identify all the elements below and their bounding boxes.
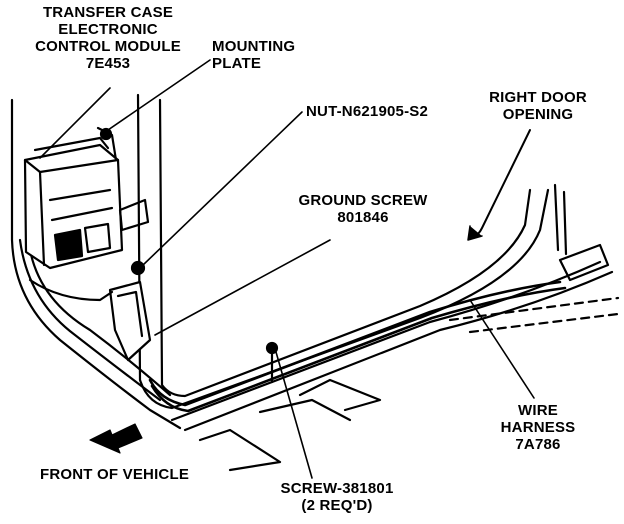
nut-label: NUT-N621905-S2 — [306, 103, 428, 120]
ground-screw-label: GROUND SCREW 801846 — [278, 192, 448, 226]
ecm-label-line2: ELECTRONIC — [58, 21, 158, 38]
ground-label-line2: 801846 — [337, 209, 389, 226]
control-module — [23, 136, 124, 270]
front-arrow — [89, 423, 143, 454]
door-opening-arrow — [469, 129, 531, 237]
door-label-line2: OPENING — [502, 106, 574, 123]
wire-harness — [148, 280, 567, 413]
door-arrow-head — [467, 225, 483, 241]
plate-label-line2: PLATE — [212, 55, 262, 72]
ground-screw — [265, 341, 279, 384]
wire-harness-label: WIRE HARNESS 7A786 — [488, 402, 588, 453]
pillar-vent — [118, 198, 150, 232]
screw-label-line1: SCREW-381801 — [280, 480, 394, 497]
ecm-label-line3: CONTROL MODULE — [35, 38, 181, 55]
harness-label-line3: 7A786 — [515, 436, 561, 453]
screw-label-line2: (2 REQ'D) — [301, 497, 373, 514]
rocker-dashed-line — [448, 296, 620, 322]
nut-label-text: NUT-N621905-S2 — [306, 103, 429, 120]
screw-label: SCREW-381801 (2 REQ'D) — [262, 480, 412, 514]
door-label-line1: RIGHT DOOR — [489, 89, 587, 106]
mounting-plate — [28, 126, 152, 362]
door-opening-label: RIGHT DOOR OPENING — [468, 89, 608, 123]
ground-label-line1: GROUND SCREW — [298, 192, 428, 209]
ecm-label-line1: TRANSFER CASE — [42, 4, 174, 21]
front-of-vehicle-label: FRONT OF VEHICLE — [40, 466, 189, 483]
rocker-dashed-line-2 — [468, 312, 620, 334]
harness-label-line1: WIRE — [518, 402, 558, 419]
ecm-label: TRANSFER CASE ELECTRONIC CONTROL MODULE … — [28, 4, 188, 72]
mounting-plate-label: MOUNTING PLATE — [212, 38, 295, 72]
harness-label-line2: HARNESS — [500, 419, 576, 436]
leader-lines — [39, 59, 535, 479]
front-label-text: FRONT OF VEHICLE — [40, 466, 190, 483]
ecm-label-line4: 7E453 — [85, 55, 131, 72]
plate-label-line1: MOUNTING — [212, 38, 296, 55]
